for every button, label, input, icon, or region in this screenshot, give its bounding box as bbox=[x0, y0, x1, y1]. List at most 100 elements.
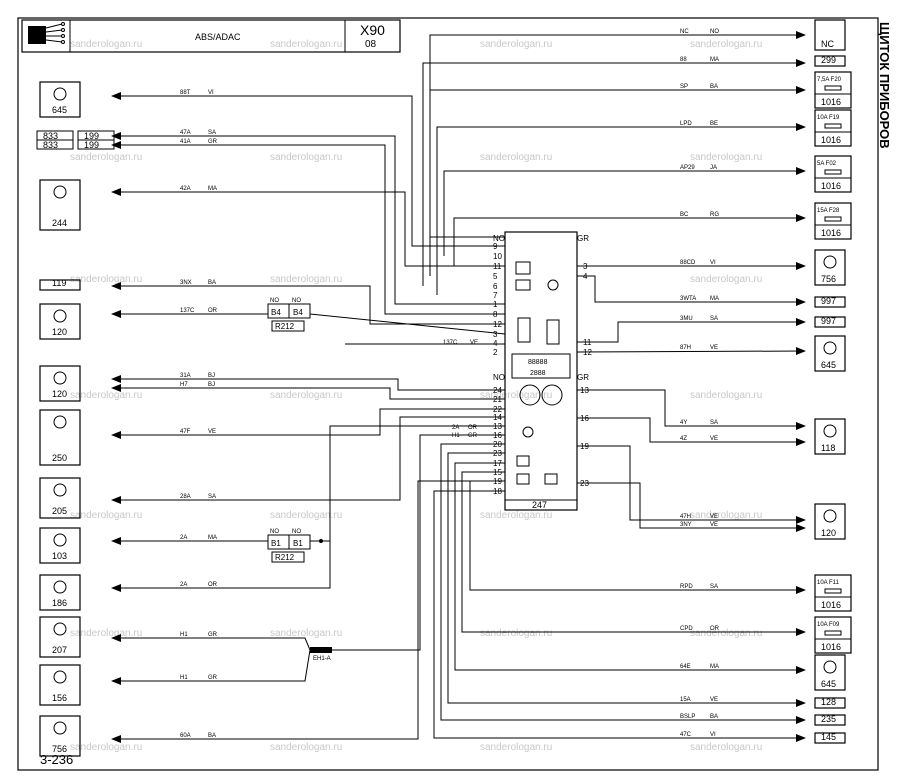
component-box bbox=[814, 697, 846, 709]
wire-color: MA bbox=[710, 664, 719, 670]
mid-color-1: VE bbox=[470, 340, 478, 346]
component-box bbox=[814, 155, 852, 193]
wire-label: 47A bbox=[180, 130, 191, 136]
wire-label: 2A bbox=[180, 535, 187, 541]
component-id: 833 bbox=[43, 140, 58, 150]
wire-left-1 bbox=[111, 132, 505, 305]
wire-color: BJ bbox=[208, 382, 215, 388]
page-number: 3-236 bbox=[40, 752, 73, 767]
mid-color-3: GR bbox=[468, 433, 478, 439]
wire-color: VI bbox=[208, 90, 214, 96]
wire-color: MA bbox=[710, 296, 719, 302]
wire-right-1 bbox=[422, 59, 806, 286]
wire-right-3 bbox=[436, 123, 806, 295]
watermark-text: sanderologan.ru bbox=[480, 742, 552, 753]
component-id: 120 bbox=[52, 389, 67, 399]
component-id: 186 bbox=[52, 598, 67, 608]
wire-color: VE bbox=[710, 345, 718, 351]
wire-right-8 bbox=[577, 318, 806, 343]
wire-label: 4Z bbox=[680, 436, 687, 442]
wire-left-8 bbox=[111, 408, 505, 439]
watermark-text: sanderologan.ru bbox=[270, 390, 342, 401]
wire-color: VI bbox=[710, 260, 716, 266]
component-symbol-icon bbox=[823, 341, 837, 355]
component-box bbox=[39, 664, 81, 706]
mid-color-2: OR bbox=[468, 425, 478, 431]
component-id: 244 bbox=[52, 218, 67, 228]
left-components: 6452441191201202502051031862071567568338… bbox=[36, 81, 115, 757]
watermark-text: sanderologan.ru bbox=[480, 390, 552, 401]
component-id: 120 bbox=[52, 327, 67, 337]
watermark-text: sanderologan.ru bbox=[690, 274, 762, 285]
wire-color: SA bbox=[208, 494, 216, 500]
component-box bbox=[814, 503, 846, 540]
connector-r212-bottom: NO NO B1 B1 R212 bbox=[267, 529, 311, 563]
component-id: 205 bbox=[52, 506, 67, 516]
pin-number: 10 bbox=[493, 252, 502, 261]
component-box bbox=[36, 139, 74, 150]
watermark-text: sanderologan.ru bbox=[690, 742, 762, 753]
wire-label: 4Y bbox=[680, 420, 687, 426]
splice-eh1a: EH1-A bbox=[310, 647, 332, 662]
wire-right-10 bbox=[577, 389, 806, 430]
component-box bbox=[814, 19, 846, 51]
instrument-panel-247: 247 NO GR NO GR 88888 2888 bbox=[493, 231, 589, 511]
component-id: 156 bbox=[52, 693, 67, 703]
component-symbol-icon bbox=[53, 670, 67, 684]
top-right-label: GR bbox=[577, 234, 589, 243]
wire-label: 88T bbox=[180, 90, 191, 96]
component-id: 145 bbox=[821, 732, 836, 742]
wire-label: LPD bbox=[680, 121, 692, 127]
component-box bbox=[814, 418, 846, 455]
watermark-text: sanderologan.ru bbox=[270, 39, 342, 50]
component-symbol-icon bbox=[823, 660, 837, 674]
bot-right-label: GR bbox=[577, 373, 589, 382]
wire-label: 3NY bbox=[680, 522, 692, 528]
wire-right-18 bbox=[440, 443, 806, 724]
component-symbol-icon bbox=[53, 721, 67, 735]
wire-color: VE bbox=[710, 697, 718, 703]
component-symbol-icon bbox=[53, 580, 67, 594]
wire-label: 47C bbox=[680, 732, 692, 738]
page-frame bbox=[17, 17, 879, 771]
wire-color: BA bbox=[208, 733, 216, 739]
wire-color: VI bbox=[710, 732, 716, 738]
component-id: 235 bbox=[821, 714, 836, 724]
component-id: 756 bbox=[52, 744, 67, 754]
wire-color: MA bbox=[710, 57, 719, 63]
component-id: 997 bbox=[821, 296, 836, 306]
wire-color: VE bbox=[710, 514, 718, 520]
mid-wire-3: H1 bbox=[452, 433, 460, 439]
fuse-icon bbox=[824, 169, 842, 175]
component-id: NC bbox=[821, 39, 834, 49]
component-id: 645 bbox=[821, 679, 836, 689]
mid-wire-2: 2A bbox=[452, 425, 459, 431]
component-id: 833 bbox=[43, 131, 58, 141]
r212a-p1: B4 bbox=[271, 308, 281, 317]
wire-label: SP bbox=[680, 84, 688, 90]
watermark-text: sanderologan.ru bbox=[690, 390, 762, 401]
wire-color: SA bbox=[710, 316, 718, 322]
wire-color: BA bbox=[710, 84, 718, 90]
watermark-text: sanderologan.ru bbox=[690, 510, 762, 521]
component-id: 756 bbox=[821, 274, 836, 284]
component-id: 199 bbox=[84, 140, 99, 150]
wire-color: NO bbox=[710, 29, 719, 35]
display-1: 88888 bbox=[528, 359, 548, 366]
fuse-rating: 10A F11 bbox=[817, 580, 840, 586]
wire-label: 64E bbox=[680, 664, 691, 670]
component-box bbox=[814, 296, 846, 308]
pin-number: 2 bbox=[493, 348, 498, 357]
wire-label: H1 bbox=[180, 675, 188, 681]
watermark-text: sanderologan.ru bbox=[690, 152, 762, 163]
watermark-text: sanderologan.ru bbox=[70, 274, 142, 285]
wire-label: 31A bbox=[180, 373, 191, 379]
component-box bbox=[814, 71, 852, 109]
component-id: 103 bbox=[52, 551, 67, 561]
wire-label: 47H bbox=[680, 514, 691, 520]
wire-label: 15A bbox=[680, 697, 691, 703]
watermark-text: sanderologan.ru bbox=[270, 152, 342, 163]
wire-left-7 bbox=[111, 384, 505, 400]
component-box bbox=[39, 409, 81, 466]
